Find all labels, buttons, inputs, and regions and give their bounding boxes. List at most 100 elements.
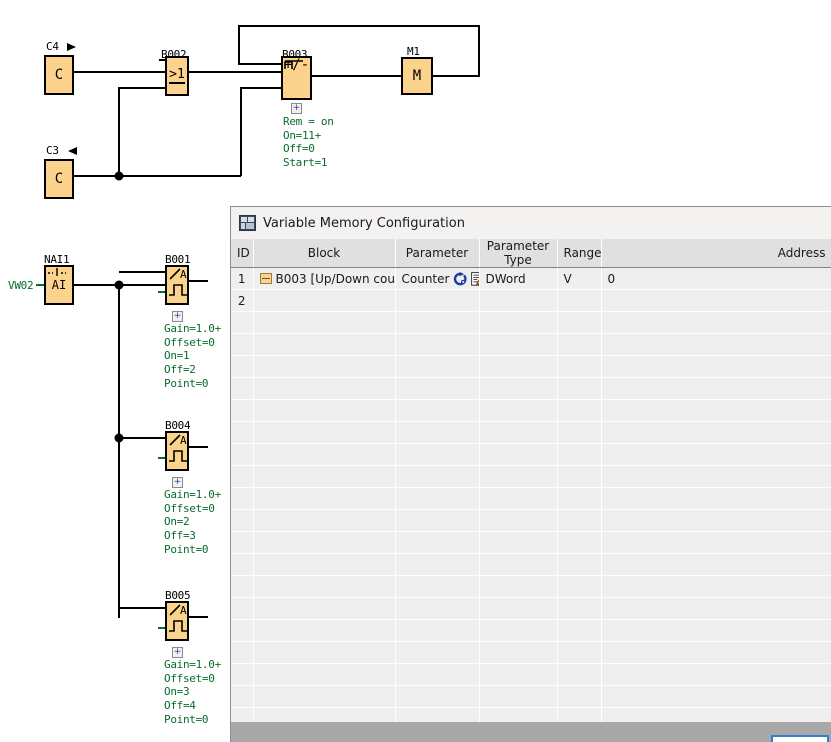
table-row-empty[interactable] bbox=[231, 576, 831, 598]
cell-block[interactable] bbox=[253, 554, 395, 576]
cell-address[interactable] bbox=[601, 356, 831, 378]
cell-parameter-type[interactable] bbox=[479, 290, 557, 312]
block-b002[interactable]: >1 bbox=[165, 56, 189, 96]
cell-address[interactable] bbox=[601, 400, 831, 422]
cell-block[interactable] bbox=[253, 532, 395, 554]
block-c3[interactable]: C bbox=[44, 159, 74, 199]
cell-parameter-type[interactable]: DWord bbox=[479, 268, 557, 290]
table-row-empty[interactable] bbox=[231, 334, 831, 356]
cell-block[interactable] bbox=[253, 334, 395, 356]
cell-range[interactable] bbox=[557, 708, 601, 723]
cell-parameter-type[interactable] bbox=[479, 488, 557, 510]
cell-parameter-type[interactable] bbox=[479, 554, 557, 576]
cell-block[interactable] bbox=[253, 312, 395, 334]
cell-parameter-type[interactable] bbox=[479, 444, 557, 466]
cell-block[interactable] bbox=[253, 576, 395, 598]
cell-block[interactable] bbox=[253, 642, 395, 664]
cell-parameter-type[interactable] bbox=[479, 400, 557, 422]
column-header-range[interactable]: Range bbox=[557, 239, 601, 268]
cell-range[interactable] bbox=[557, 466, 601, 488]
cell-parameter[interactable] bbox=[395, 686, 479, 708]
cell-address[interactable] bbox=[601, 554, 831, 576]
cell-range[interactable] bbox=[557, 576, 601, 598]
cell-address[interactable] bbox=[601, 378, 831, 400]
table-row-empty[interactable] bbox=[231, 642, 831, 664]
corner-action-button[interactable] bbox=[771, 735, 829, 742]
cell-address[interactable] bbox=[601, 708, 831, 723]
cell-block[interactable] bbox=[253, 356, 395, 378]
cell-range[interactable] bbox=[557, 400, 601, 422]
table-row-empty[interactable] bbox=[231, 664, 831, 686]
cell-block[interactable] bbox=[253, 686, 395, 708]
cell-parameter[interactable] bbox=[395, 422, 479, 444]
table-row-empty[interactable] bbox=[231, 532, 831, 554]
cell-range[interactable] bbox=[557, 554, 601, 576]
cell-address[interactable] bbox=[601, 466, 831, 488]
cell-range[interactable] bbox=[557, 598, 601, 620]
cell-parameter[interactable] bbox=[395, 400, 479, 422]
cell-block[interactable] bbox=[253, 290, 395, 312]
cell-address[interactable] bbox=[601, 598, 831, 620]
table-row-empty[interactable] bbox=[231, 378, 831, 400]
cell-parameter-type[interactable] bbox=[479, 532, 557, 554]
cell-address[interactable] bbox=[601, 312, 831, 334]
cell-range[interactable] bbox=[557, 510, 601, 532]
cell-range[interactable] bbox=[557, 532, 601, 554]
cell-address[interactable] bbox=[601, 532, 831, 554]
block-nai1[interactable]: AI bbox=[44, 265, 74, 305]
cell-block[interactable]: B003 [Up/Down counter] bbox=[253, 268, 395, 290]
cell-address[interactable] bbox=[601, 444, 831, 466]
table-row-empty[interactable] bbox=[231, 356, 831, 378]
cell-range[interactable] bbox=[557, 686, 601, 708]
cell-address[interactable] bbox=[601, 290, 831, 312]
cell-address[interactable] bbox=[601, 422, 831, 444]
cell-block[interactable] bbox=[253, 510, 395, 532]
cell-range[interactable] bbox=[557, 642, 601, 664]
cell-block[interactable] bbox=[253, 708, 395, 723]
table-row[interactable]: 2 bbox=[231, 290, 831, 312]
cell-range[interactable] bbox=[557, 422, 601, 444]
column-header-block[interactable]: Block bbox=[253, 239, 395, 268]
cell-parameter[interactable] bbox=[395, 708, 479, 723]
table-row[interactable]: 1B003 [Up/Down counter]CounterDWordV0 bbox=[231, 268, 831, 290]
edit-icon[interactable] bbox=[471, 272, 479, 286]
cell-parameter-type[interactable] bbox=[479, 466, 557, 488]
cell-parameter-type[interactable] bbox=[479, 664, 557, 686]
cell-parameter[interactable] bbox=[395, 356, 479, 378]
cell-range[interactable] bbox=[557, 444, 601, 466]
cell-parameter[interactable] bbox=[395, 290, 479, 312]
table-row-empty[interactable] bbox=[231, 554, 831, 576]
cell-parameter-type[interactable] bbox=[479, 356, 557, 378]
table-row-empty[interactable] bbox=[231, 488, 831, 510]
cell-range[interactable] bbox=[557, 290, 601, 312]
cell-address[interactable] bbox=[601, 686, 831, 708]
block-b001[interactable]: A bbox=[165, 265, 189, 305]
table-row-empty[interactable] bbox=[231, 400, 831, 422]
block-b004[interactable]: A bbox=[165, 431, 189, 471]
cell-parameter[interactable] bbox=[395, 488, 479, 510]
cell-parameter[interactable] bbox=[395, 554, 479, 576]
cell-parameter[interactable] bbox=[395, 312, 479, 334]
cell-parameter[interactable]: Counter bbox=[395, 268, 479, 290]
table-row-empty[interactable] bbox=[231, 444, 831, 466]
table-row-empty[interactable] bbox=[231, 312, 831, 334]
cell-address[interactable] bbox=[601, 664, 831, 686]
cell-parameter-type[interactable] bbox=[479, 708, 557, 723]
expand-button-b005[interactable]: + bbox=[172, 647, 183, 658]
expand-button-b001[interactable]: + bbox=[172, 311, 183, 322]
table-row-empty[interactable] bbox=[231, 708, 831, 723]
cell-parameter[interactable] bbox=[395, 466, 479, 488]
cell-address[interactable] bbox=[601, 488, 831, 510]
cell-range[interactable] bbox=[557, 620, 601, 642]
cell-parameter-type[interactable] bbox=[479, 642, 557, 664]
block-c4[interactable]: C bbox=[44, 55, 74, 95]
cell-block[interactable] bbox=[253, 488, 395, 510]
cell-range[interactable] bbox=[557, 378, 601, 400]
cell-parameter[interactable] bbox=[395, 510, 479, 532]
cell-parameter[interactable] bbox=[395, 620, 479, 642]
window-titlebar[interactable]: Variable Memory Configuration bbox=[231, 207, 831, 239]
expand-button-b003[interactable]: + bbox=[291, 103, 302, 114]
cell-range[interactable] bbox=[557, 488, 601, 510]
column-header-parameter-type[interactable]: Parameter Type bbox=[479, 239, 557, 268]
cell-parameter-type[interactable] bbox=[479, 576, 557, 598]
